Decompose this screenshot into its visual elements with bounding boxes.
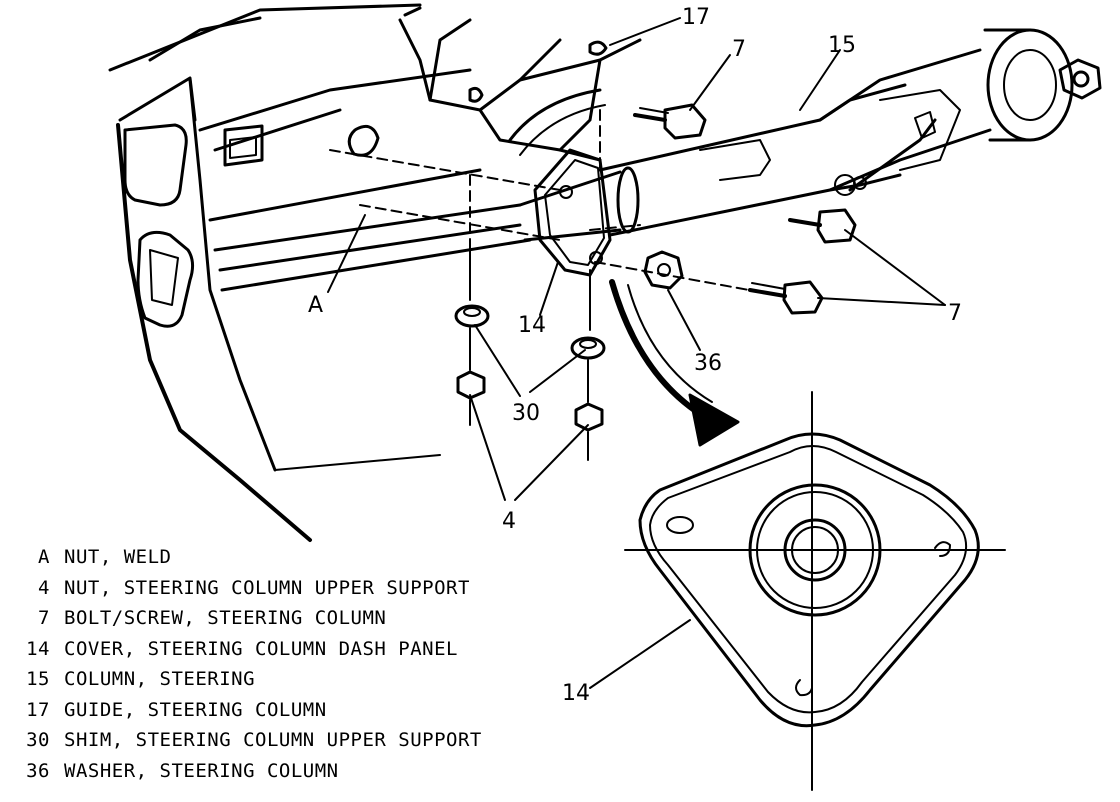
callout-36: 36: [694, 351, 722, 376]
callout-14-small: 14: [518, 313, 546, 338]
legend-description: COLUMN, STEERING: [64, 668, 256, 691]
legend-description: BOLT/SCREW, STEERING COLUMN: [64, 607, 387, 630]
shims-and-nuts: [454, 239, 606, 461]
leader-lines: [327, 17, 946, 689]
cover-detail: [624, 391, 1006, 791]
callout-17: 17: [682, 5, 710, 30]
callout-30: 30: [512, 401, 540, 426]
legend-description: NUT, WELD: [64, 546, 172, 569]
legend-row: 7 BOLT/SCREW, STEERING COLUMN: [4, 603, 564, 634]
callout-15: 15: [828, 33, 856, 58]
legend-key: A: [38, 546, 50, 569]
legend-description: COVER, STEERING COLUMN DASH PANEL: [64, 637, 458, 660]
callout-4: 4: [502, 509, 516, 534]
bolt-upper: [633, 103, 707, 140]
washer: [643, 250, 684, 290]
legend-row: 15 COLUMN, STEERING: [4, 664, 564, 695]
callout-7-upper: 7: [732, 37, 746, 62]
cover-small: [533, 148, 612, 277]
callout-a: A: [308, 293, 323, 318]
detail-arrow: [609, 279, 740, 447]
legend-row: A NUT, WELD: [4, 542, 564, 573]
legend-key: 17: [26, 698, 50, 721]
dash-panel-structure: [108, 3, 642, 542]
legend-description: WASHER, STEERING COLUMN: [64, 759, 339, 782]
legend-key: 14: [26, 637, 50, 660]
alignment-lines: [329, 109, 761, 293]
legend-description: SHIM, STEERING COLUMN UPPER SUPPORT: [64, 729, 482, 752]
callout-14-detail: 14: [562, 681, 590, 706]
legend-row: 30 SHIM, STEERING COLUMN UPPER SUPPORT: [4, 725, 564, 756]
legend-key: 36: [26, 759, 50, 782]
legend-row: 14 COVER, STEERING COLUMN DASH PANEL: [4, 634, 564, 665]
legend-key: 15: [26, 668, 50, 691]
legend-row: 17 GUIDE, STEERING COLUMN: [4, 695, 564, 726]
legend-row: 36 WASHER, STEERING COLUMN: [4, 756, 564, 787]
bolt-middle: [788, 208, 857, 244]
legend-key: 7: [38, 607, 50, 630]
legend-description: GUIDE, STEERING COLUMN: [64, 698, 327, 721]
legend-row: 4 NUT, STEERING COLUMN UPPER SUPPORT: [4, 573, 564, 604]
parts-legend: A NUT, WELD 4 NUT, STEERING COLUMN UPPER…: [4, 542, 564, 786]
legend-key: 4: [38, 576, 50, 599]
bolt-lower: [748, 280, 824, 315]
legend-description: NUT, STEERING COLUMN UPPER SUPPORT: [64, 576, 470, 599]
legend-key: 30: [26, 729, 50, 752]
callout-7-lower: 7: [948, 301, 962, 326]
